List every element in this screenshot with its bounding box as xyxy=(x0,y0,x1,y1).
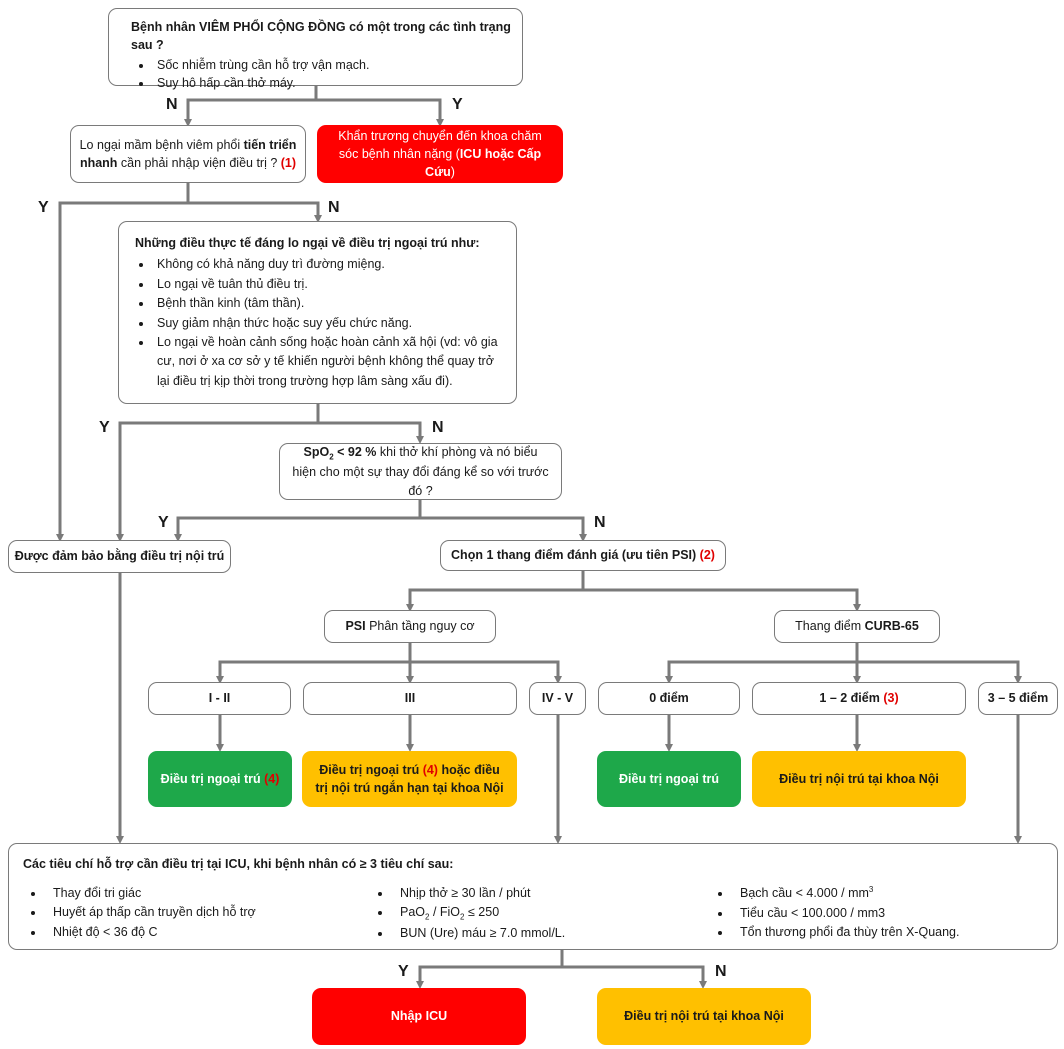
label-no-criteria: N xyxy=(715,963,727,980)
icu-criteria-box: Các tiêu chí hỗ trợ cần điều trị tại ICU… xyxy=(8,843,1058,950)
outpatient-concerns-list: Không có khả năng duy trì đường miệng. L… xyxy=(123,255,506,391)
final-ward-box: Điều trị nội trú tại khoa Nội xyxy=(597,988,811,1045)
curb-score-3-5-text: 3 – 5 điểm xyxy=(987,691,1049,706)
final-icu-text: Nhập ICU xyxy=(390,1009,448,1024)
outpatient-concerns-title: Những điều thực tế đáng lo ngại về điều … xyxy=(135,236,480,250)
question-severity-title: Bệnh nhân VIÊM PHỔI CỘNG ĐỒNG có một tro… xyxy=(131,20,511,53)
label-yes-criteria: Y xyxy=(398,963,409,980)
connector-q3-no xyxy=(318,421,424,444)
connector-curb xyxy=(665,643,859,684)
label-yes-q3: Y xyxy=(99,419,110,436)
outcome-outpatient-psi-text: Điều trị ngoại trú (4) xyxy=(160,771,280,786)
connector-q4-no xyxy=(420,516,587,542)
list-item: Nhịp thở ≥ 30 lần / phút xyxy=(392,884,565,903)
outcome-inpatient-curb-text: Điều trị nội trú tại khoa Nội xyxy=(779,771,939,786)
curb-score-1-2-box: 1 – 2 điểm (3) xyxy=(752,682,966,715)
connector-criteria xyxy=(416,950,564,989)
outcome-psi-3-text: Điều trị ngoại trú (4) hoặc điều trị nội… xyxy=(315,762,504,795)
connector-curb-35 xyxy=(857,660,1022,684)
outcome-psi-3-box: Điều trị ngoại trú (4) hoặc điều trị nội… xyxy=(302,751,517,807)
connector-q4 xyxy=(174,500,422,542)
inpatient-ensured-text: Được đảm bảo bằng điều trị nội trú xyxy=(14,549,225,564)
curb65-text: Thang điểm CURB-65 xyxy=(795,619,919,634)
list-item: Thay đổi tri giác xyxy=(45,884,256,903)
final-icu-box: Nhập ICU xyxy=(312,988,526,1045)
connector-psi-45 xyxy=(410,660,562,684)
list-item: Bạch cầu < 4.000 / mm3 xyxy=(732,884,959,904)
connector-q3 xyxy=(116,404,320,542)
list-item: Bệnh thần kinh (tâm thần). xyxy=(153,294,506,313)
outpatient-concerns-box: Những điều thực tế đáng lo ngại về điều … xyxy=(118,221,517,404)
label-yes-q1: Y xyxy=(452,96,463,113)
icu-criteria-title: Các tiêu chí hỗ trợ cần điều trị tại ICU… xyxy=(23,857,454,871)
curb-score-0-text: 0 điểm xyxy=(649,691,689,706)
curb-score-0-box: 0 điểm xyxy=(598,682,740,715)
curb-score-3-5-box: 3 – 5 điểm xyxy=(978,682,1058,715)
list-item: Tiểu cầu < 100.000 / mm3 xyxy=(732,904,959,923)
label-no-q2: N xyxy=(328,199,340,216)
label-no-q3: N xyxy=(432,419,444,436)
list-item: BUN (Ure) máu ≥ 7.0 mmol/L. xyxy=(392,924,565,943)
label-yes-q2: Y xyxy=(38,199,49,216)
label-no-q4: N xyxy=(594,514,606,531)
list-item: PaO2 / FiO2 ≤ 250 xyxy=(392,903,565,924)
connector-criteria-no xyxy=(562,965,707,989)
label-no-q1: N xyxy=(166,96,178,113)
connector-score xyxy=(406,571,585,612)
list-item: Lo ngại về tuân thủ điều trị. xyxy=(153,275,506,294)
connector-q1-yes xyxy=(316,98,444,127)
psi-class-4-5-box: IV - V xyxy=(529,682,586,715)
outcome-outpatient-curb-box: Điều trị ngoại trú xyxy=(597,751,741,807)
connector-q2 xyxy=(56,183,190,542)
list-item: Suy hô hấp cần thở máy. xyxy=(153,74,512,92)
inpatient-ensured-box: Được đảm bảo bằng điều trị nội trú xyxy=(8,540,231,573)
question-severity-list: Sốc nhiễm trùng cần hỗ trợ vận mạch. Suy… xyxy=(119,56,512,92)
list-item: Nhiệt độ < 36 độ C xyxy=(45,923,256,942)
icu-criteria-col-1: Thay đổi tri giác Huyết áp thấp cần truy… xyxy=(23,884,256,942)
connector-q2-no xyxy=(188,201,322,223)
score-choice-text: Chọn 1 thang điểm đánh giá (ưu tiên PSI)… xyxy=(451,548,715,563)
list-item: Suy giảm nhận thức hoặc suy yếu chức năn… xyxy=(153,314,506,333)
curb-score-1-2-text: 1 – 2 điểm (3) xyxy=(819,691,899,706)
psi-box: PSI Phân tầng nguy cơ xyxy=(324,610,496,643)
urgent-icu-box: Khẩn trương chuyển đến khoa chăm sóc bện… xyxy=(317,125,563,183)
psi-class-1-2-text: I - II xyxy=(208,691,231,706)
question-progression-box: Lo ngại mầm bệnh viêm phổi tiến triển nh… xyxy=(70,125,306,183)
icu-criteria-col-2: Nhịp thở ≥ 30 lần / phút PaO2 / FiO2 ≤ 2… xyxy=(370,884,565,944)
connector-q1 xyxy=(184,86,318,127)
psi-class-3-text: III xyxy=(404,691,416,706)
final-ward-text: Điều trị nội trú tại khoa Nội xyxy=(624,1009,784,1024)
list-item: Không có khả năng duy trì đường miệng. xyxy=(153,255,506,274)
curb65-box: Thang điểm CURB-65 xyxy=(774,610,940,643)
connector-psi xyxy=(216,643,412,684)
spo2-question-text: SpO2 < 92 % khi thở khí phòng và nó biểu… xyxy=(292,445,549,498)
psi-text: PSI Phân tầng nguy cơ xyxy=(345,619,475,634)
score-choice-box: Chọn 1 thang điểm đánh giá (ưu tiên PSI)… xyxy=(440,540,726,571)
psi-class-4-5-text: IV - V xyxy=(541,691,574,706)
question-severity-box: Bệnh nhân VIÊM PHỔI CỘNG ĐỒNG có một tro… xyxy=(108,8,523,90)
list-item: Sốc nhiễm trùng cần hỗ trợ vận mạch. xyxy=(153,56,512,74)
urgent-icu-text: Khẩn trương chuyển đến khoa chăm sóc bện… xyxy=(338,128,542,180)
question-progression-text: Lo ngại mầm bệnh viêm phổi tiến triển nh… xyxy=(79,137,297,170)
list-item: Huyết áp thấp cần truyền dịch hỗ trợ xyxy=(45,903,256,922)
list-item: Tổn thương phổi đa thùy trên X-Quang. xyxy=(732,923,959,942)
outcome-outpatient-curb-text: Điều trị ngoại trú xyxy=(619,771,719,786)
psi-class-1-2-box: I - II xyxy=(148,682,291,715)
label-yes-q4: Y xyxy=(158,514,169,531)
icu-criteria-col-3: Bạch cầu < 4.000 / mm3 Tiểu cầu < 100.00… xyxy=(710,884,959,942)
list-item: Lo ngại về hoàn cảnh sống hoặc hoàn cảnh… xyxy=(153,333,506,391)
psi-class-3-box: III xyxy=(303,682,517,715)
outcome-outpatient-psi-box: Điều trị ngoại trú (4) xyxy=(148,751,292,807)
outcome-inpatient-curb-box: Điều trị nội trú tại khoa Nội xyxy=(752,751,966,807)
spo2-question-box: SpO2 < 92 % khi thở khí phòng và nó biểu… xyxy=(279,443,562,500)
connector-score-curb xyxy=(583,588,861,612)
